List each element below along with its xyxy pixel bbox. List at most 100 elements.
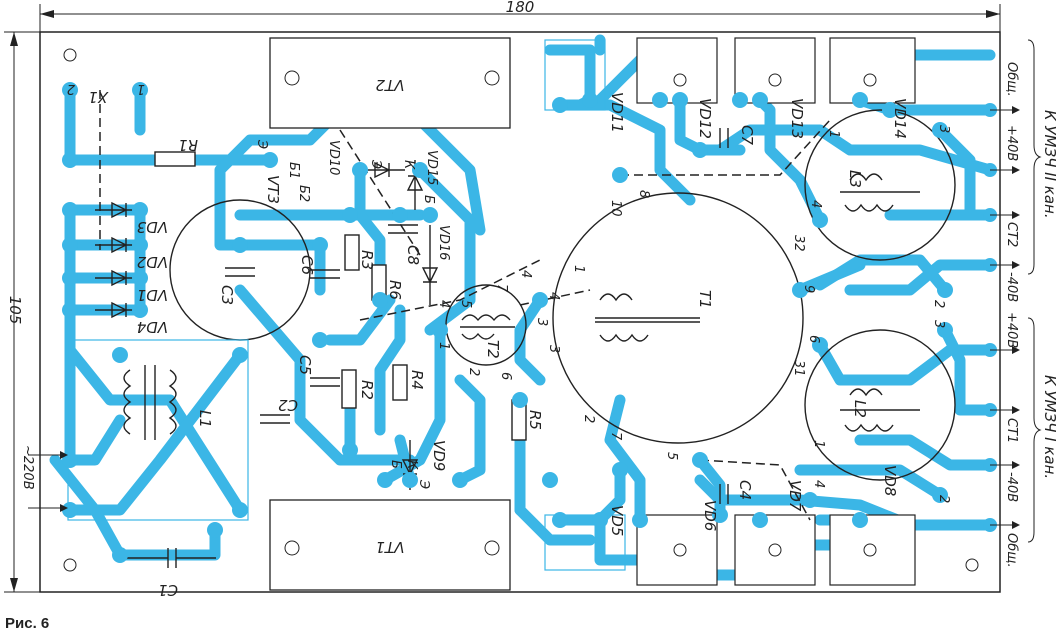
vt1-label: VT1: [376, 538, 405, 556]
inductor-l2-outline: [804, 329, 956, 481]
t2-pin-label: 1: [436, 342, 451, 350]
pin-b-label: Б: [388, 460, 403, 469]
c4-label: C4: [736, 480, 754, 500]
t1-label: T1: [696, 290, 714, 309]
ch2-terminal-label: -40В: [1004, 272, 1019, 302]
pin-e-label: Э: [416, 479, 431, 489]
vd10-label: VD10: [326, 140, 341, 175]
channel1-label: К УМЗЧ I кан.: [1041, 375, 1059, 479]
ch1-terminal-label: +40В: [1004, 312, 1019, 348]
t1-pin-label: 10: [608, 200, 623, 217]
pin-number-labels: 8 10 1 4 3 2 7 5 6 9 31 32 5 7 4 4 1 2 3…: [436, 125, 951, 503]
vt3-pin-label: Б2: [296, 185, 311, 202]
t1-pin-label: 7: [608, 432, 623, 441]
heatsink-tabs-bottom: [544, 514, 916, 586]
vd11-label: VD11: [608, 92, 626, 133]
r3-label: R3: [358, 250, 376, 270]
vd16-label: VD16: [436, 225, 451, 260]
x1-pin-label: 2: [67, 81, 75, 96]
t1-pin-label: 2: [581, 415, 596, 423]
t1-pin-label: 31: [791, 360, 806, 377]
vd1-label: VD1: [137, 286, 168, 304]
t1-pin-label: 9: [801, 285, 816, 293]
vt3-pin-label: Э: [254, 139, 269, 149]
x1-label: X1: [88, 88, 109, 106]
l2-pin-label: 2: [936, 495, 951, 503]
t2-pin-label: 5: [458, 300, 473, 308]
vd4-label: VD4: [137, 318, 168, 336]
brace-channel2: [1027, 39, 1042, 275]
ch1-terminal-label: СТ1: [1004, 418, 1019, 443]
t2-pin-label: 3: [534, 318, 549, 326]
ch2-terminal-label: СТ2: [1004, 222, 1019, 247]
board-outline: [39, 31, 1001, 593]
r2-label: R2: [358, 380, 376, 400]
vt3-label: VT3: [264, 175, 282, 204]
vd8-label: VD8: [881, 465, 899, 496]
t2-label: T2: [484, 340, 502, 359]
l3-pin-label: 3: [936, 125, 951, 133]
vd9-label: VD9: [430, 440, 448, 471]
l3-label: L3: [846, 170, 864, 188]
r4-label: R4: [408, 370, 426, 390]
dashed-connections: [99, 90, 831, 521]
c8-label: C8: [404, 245, 422, 265]
ch1-terminal-label: -40В: [1004, 472, 1019, 502]
inductor-l1-outline: [67, 339, 249, 521]
l2-pin-label: 3: [931, 320, 946, 328]
t2-pin-label: 4: [436, 300, 451, 308]
vd15-label: VD15: [424, 150, 439, 185]
brace-channel1: [1027, 317, 1042, 543]
t1-pin-label: 8: [636, 190, 651, 198]
transistor-vt1: VT1: [269, 499, 511, 591]
vd3-label: VD3: [137, 218, 168, 236]
pin-k-label: К: [404, 460, 419, 470]
dimension-height: 105: [4, 31, 40, 593]
figure-caption: Рис. 6: [5, 615, 49, 632]
t1-pin-label: 32: [791, 235, 806, 252]
l3-pin-label: 4: [808, 200, 823, 208]
t1-pin-label: 6: [806, 335, 821, 343]
solder-pads: [62, 82, 997, 563]
vd13-label: VD13: [788, 98, 806, 139]
inductor-l3-outline: [804, 109, 956, 261]
c1-label: C1: [158, 581, 178, 599]
arrow-icons: [1012, 106, 1020, 529]
c3-label: C3: [218, 285, 236, 305]
l2-label: L2: [851, 400, 869, 418]
mounting-holes: [63, 48, 979, 572]
vd6-label: VD6: [701, 500, 719, 531]
dimension-width: 180: [39, 0, 1001, 32]
vd5-label: VD5: [608, 505, 626, 536]
height-label: 105: [6, 296, 24, 325]
c5-label: C5: [296, 355, 314, 375]
vt3-pin-label: Б1: [286, 162, 301, 179]
ch2-terminal-label: +40В: [1004, 125, 1019, 161]
vd2-label: VD2: [137, 253, 168, 271]
t1-pin-label: 4: [546, 292, 561, 300]
ch1-terminal-label: Общ.: [1004, 533, 1019, 568]
mains-input: ~220В: [20, 445, 68, 512]
pin-b-label: Б: [421, 195, 436, 204]
t1-pin-label: 5: [664, 452, 679, 460]
capacitor-c3-outline: [169, 199, 311, 341]
l2-pin-label: 1: [811, 440, 826, 448]
pin-k-label: К: [401, 160, 416, 170]
component-labels: X1 1 2 R1 VD3 VD2 VD1 VD4 C3 C2 L1 C1 VT…: [67, 81, 909, 599]
c6-label: C6: [298, 255, 316, 275]
mains-input-label: ~220В: [20, 445, 35, 490]
t1-pin-label: 3: [546, 345, 561, 353]
l1-label: L1: [196, 410, 214, 428]
r1-label: R1: [178, 136, 198, 154]
pin-e-label: Э: [368, 159, 383, 169]
c2-label: C2: [278, 396, 298, 414]
c7-label: C7: [738, 125, 756, 145]
r5-label: R5: [526, 410, 544, 430]
r6-label: R6: [386, 280, 404, 300]
vd12-label: VD12: [696, 98, 714, 139]
coil-symbols: [123, 173, 920, 440]
ch2-terminal-label: Общ.: [1004, 62, 1019, 97]
t1-pin-label: 1: [571, 265, 586, 273]
t2-pin-label: 2: [466, 368, 481, 376]
output-terminals: Общ. +40В СТ2 -40В К УМЗЧ II кан. +40В С…: [990, 39, 1059, 568]
